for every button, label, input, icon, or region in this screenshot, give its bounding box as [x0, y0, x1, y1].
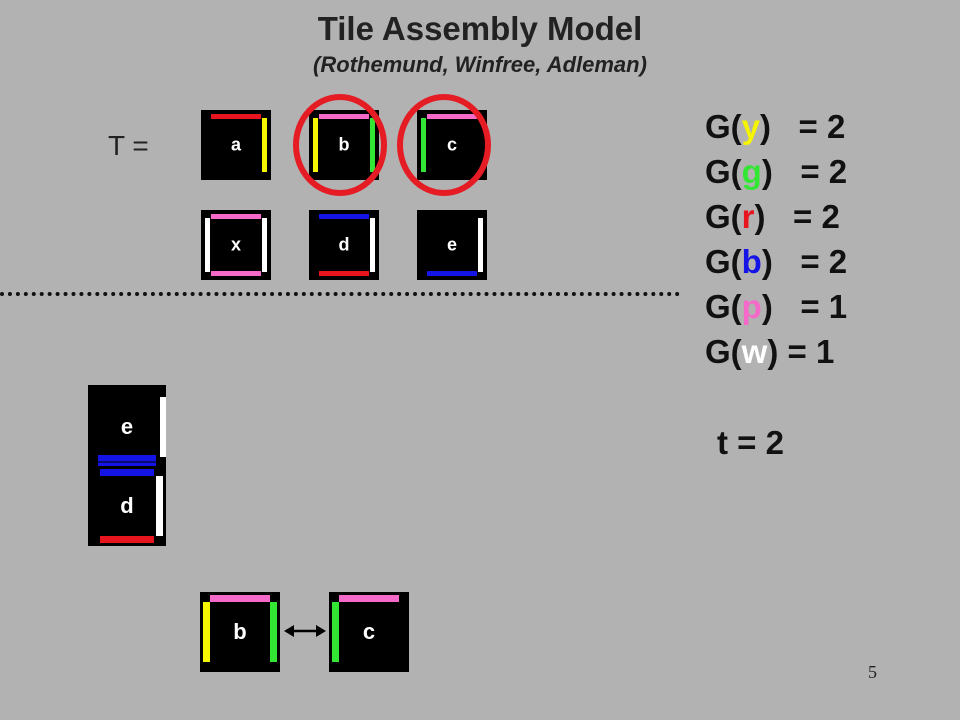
tile-d: d	[309, 210, 379, 280]
circle-tile-c	[397, 94, 491, 196]
glue-letter: r	[741, 198, 755, 235]
tile-label: x	[230, 234, 242, 255]
tile-b: b	[309, 110, 379, 180]
tile-e: e	[88, 385, 166, 469]
tile-c: c	[329, 592, 409, 672]
tileset-label: T =	[108, 130, 149, 161]
tile-label: a	[230, 134, 242, 155]
tile-label: d	[338, 234, 350, 255]
tile-label: d	[120, 493, 134, 518]
glue-s-blue	[427, 271, 477, 276]
tile-x: x	[201, 210, 271, 280]
glue-e-green	[270, 602, 277, 662]
tile-label: c	[362, 619, 376, 644]
glue-w-yellow	[313, 118, 318, 172]
glue-e-yellow	[262, 118, 267, 172]
glue-w-yellow	[203, 602, 210, 662]
glue-e-green	[370, 118, 375, 172]
glue-e-white	[262, 218, 267, 272]
tile-a: a	[201, 110, 271, 180]
glue-strength-row: G(p) = 1	[705, 288, 848, 325]
slide-subtitle: (Rothemund, Winfree, Adleman)	[313, 52, 647, 77]
glue-letter: b	[741, 243, 762, 280]
glue-n-blue	[319, 214, 369, 219]
glue-s-blue	[98, 455, 156, 469]
glue-n-pink	[319, 114, 369, 119]
tile-e: e	[417, 210, 487, 280]
temperature-label: t = 2	[717, 424, 784, 461]
glue-strength-row: G(w) = 1	[705, 333, 835, 370]
glue-strength-row: G(r) = 2	[705, 198, 840, 235]
glue-w-green	[421, 118, 426, 172]
glue-s-red	[319, 271, 369, 276]
page-number: 5	[868, 662, 877, 682]
glue-n-pink	[427, 114, 477, 119]
glue-s-pink	[211, 271, 261, 276]
circle-tile-b	[293, 94, 387, 196]
glue-n-pink	[339, 595, 399, 602]
glue-e-white	[156, 476, 163, 536]
glue-strength-row: G(y) = 2	[705, 108, 846, 145]
section-divider	[0, 292, 680, 296]
tile-c: c	[417, 110, 487, 180]
tile-label: e	[120, 414, 134, 439]
glue-n-pink	[210, 595, 270, 602]
glue-e-white	[370, 218, 375, 272]
tile-d: d	[88, 466, 166, 546]
tile-label: c	[446, 134, 458, 155]
tile-label: e	[446, 234, 458, 255]
glue-e-white	[478, 218, 483, 272]
glue-e-white	[160, 397, 166, 457]
glue-w-white	[205, 218, 210, 272]
glue-strength-row: G(b) = 2	[705, 243, 848, 280]
glue-s-red	[100, 536, 154, 543]
glue-letter: g	[741, 153, 762, 190]
slide-title: Tile Assembly Model	[317, 10, 643, 47]
glue-letter: p	[741, 288, 762, 325]
tile-label: b	[338, 134, 350, 155]
tile-label: b	[233, 619, 247, 644]
glue-w-green	[332, 602, 339, 662]
double-arrow-icon	[284, 625, 326, 637]
glue-n-blue	[100, 469, 154, 476]
glue-letter: y	[741, 108, 761, 145]
glue-strength-row: G(g) = 2	[705, 153, 848, 190]
glue-n-red	[211, 114, 261, 119]
tile-b: b	[200, 592, 280, 672]
glue-n-pink	[211, 214, 261, 219]
glue-letter: w	[741, 333, 768, 370]
